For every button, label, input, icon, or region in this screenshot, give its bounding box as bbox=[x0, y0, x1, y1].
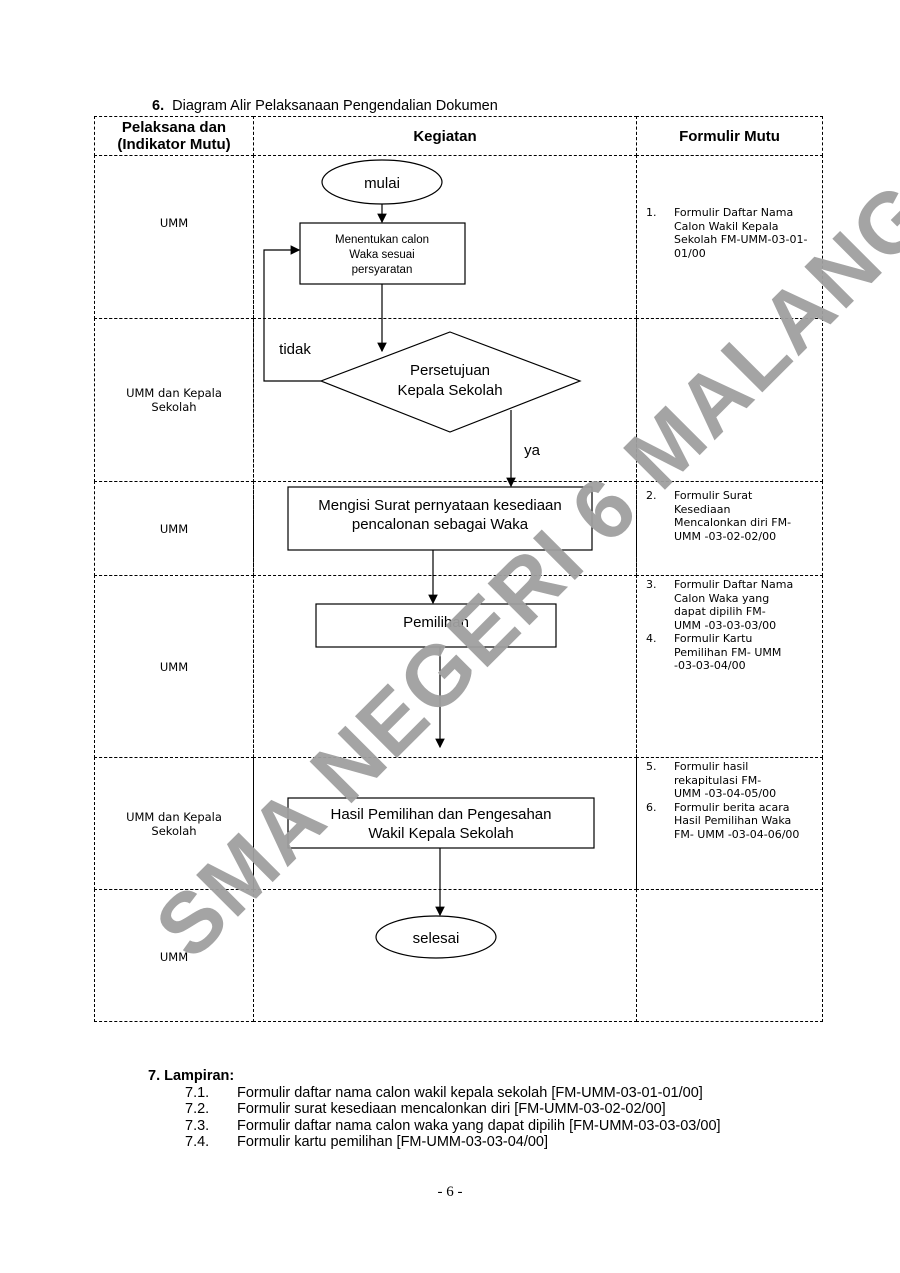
start-label: mulai bbox=[364, 175, 400, 192]
end-terminator bbox=[375, 915, 497, 959]
form-list-4: 5.Formulir hasil rekapitulasi FM- UMM -0… bbox=[646, 760, 800, 841]
yes-label: ya bbox=[524, 442, 541, 459]
step2-label: Mengisi Surat pernyataan kesediaan bbox=[318, 497, 562, 514]
step3-label: Pemilihan bbox=[403, 614, 469, 631]
step4-label: Wakil Kepala Sekolah bbox=[368, 825, 513, 842]
pelaksana-6: UMM bbox=[159, 950, 189, 964]
form-list-1: 1.Formulir Daftar Nama Calon Wakil Kepal… bbox=[646, 206, 808, 260]
form-list-3: 3.Formulir Daftar Nama Calon Waka yang d… bbox=[646, 578, 794, 672]
page-number: - 6 - bbox=[437, 1184, 463, 1200]
process-mengisi-surat bbox=[287, 486, 593, 551]
lampiran-title: 7. Lampiran: bbox=[148, 1068, 235, 1084]
process-pemilihan bbox=[315, 603, 557, 648]
pelaksana-3: UMM bbox=[159, 522, 189, 536]
lampiran-item: 7.2.Formulir surat kesediaan mencalonkan… bbox=[185, 1101, 666, 1117]
pelaksana-5: UMM dan Kepala Sekolah bbox=[126, 810, 222, 838]
form-list-2: 2.Formulir Surat Kesediaan Mencalonkan d… bbox=[646, 489, 792, 543]
lampiran-item: 7.1.Formulir daftar nama calon wakil kep… bbox=[185, 1084, 703, 1101]
lampiran-item: 7.4.Formulir kartu pemilihan [FM-UMM-03-… bbox=[185, 1134, 549, 1150]
step1-label: Waka sesuai bbox=[349, 249, 414, 261]
process-hasil-pemilihan bbox=[287, 797, 595, 849]
pelaksana-1: UMM bbox=[159, 216, 189, 230]
step2-label: pencalonan sebagai Waka bbox=[352, 516, 529, 533]
lampiran-section: 7. Lampiran: 7.1.Formulir daftar nama ca… bbox=[148, 1068, 721, 1151]
lampiran-item: 7.3.Formulir daftar nama calon waka yang… bbox=[185, 1117, 721, 1134]
decision-persetujuan bbox=[319, 331, 582, 433]
step1-label: persyaratan bbox=[352, 264, 413, 276]
step1-label: Menentukan calon bbox=[335, 234, 429, 246]
step4-label: Hasil Pemilihan dan Pengesahan bbox=[331, 806, 552, 823]
decision-label: Kepala Sekolah bbox=[397, 382, 502, 399]
pelaksana-4: UMM bbox=[159, 660, 189, 674]
pelaksana-2: UMM dan Kepala Sekolah bbox=[126, 386, 222, 414]
section-title: 6. Diagram Alir Pelaksanaan Pengendalian… bbox=[152, 98, 498, 114]
no-label: tidak bbox=[279, 341, 311, 358]
decision-label: Persetujuan bbox=[410, 362, 490, 379]
end-label: selesai bbox=[413, 930, 460, 947]
